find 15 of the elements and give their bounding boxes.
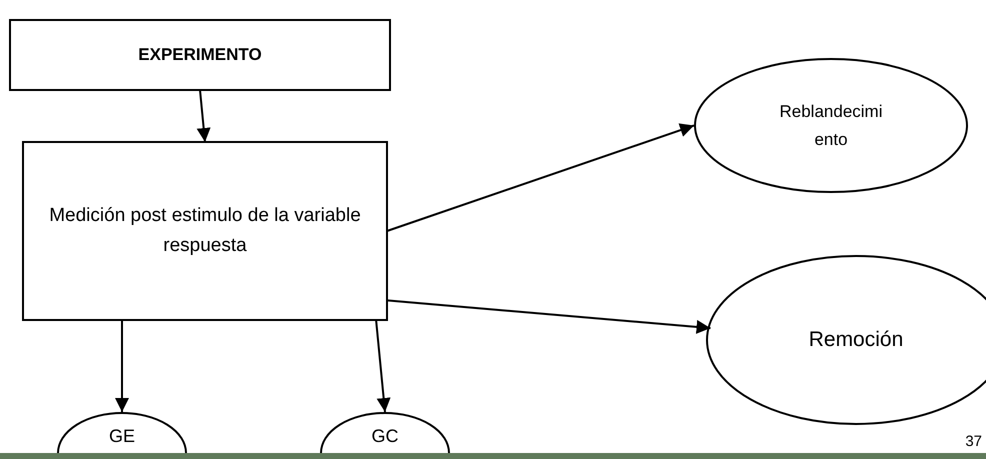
node-text: EXPERIMENTO — [138, 44, 262, 66]
process-box — [9, 19, 391, 91]
node-text: Medición post estimulo de la variable respuesta — [48, 204, 362, 258]
arrow — [386, 123, 694, 232]
outcome-ellipse — [694, 58, 968, 193]
node-text: Reblandecimiento — [778, 101, 884, 150]
node-text: Remoción — [808, 327, 904, 354]
arrow — [196, 90, 211, 142]
node-text: GE — [108, 425, 135, 448]
page-number: 37 — [965, 434, 982, 449]
arrow — [386, 299, 711, 334]
arrow — [115, 320, 129, 412]
node-text: GC — [372, 425, 398, 448]
process-box — [22, 141, 388, 321]
arrow — [375, 320, 391, 412]
